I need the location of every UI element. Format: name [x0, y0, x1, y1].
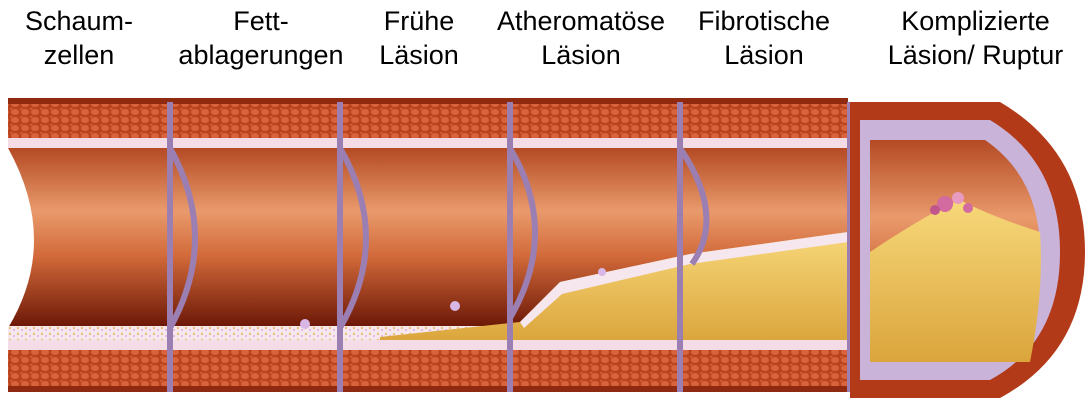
stage-label-early-lesion: Frühe Läsion — [360, 4, 478, 72]
artery-illustration — [0, 92, 1089, 405]
stage-label-line2: Läsion — [360, 38, 478, 72]
stage-label-complicated-lesion: Komplizierte Läsion/ Ruptur — [868, 4, 1083, 72]
stage-label-line1: Schaum- — [0, 4, 158, 38]
stage-label-foam-cells: Schaum- zellen — [0, 4, 158, 72]
top-intima — [8, 138, 848, 148]
stage-label-line1: Komplizierte — [868, 4, 1083, 38]
stage-label-line2: Läsion/ Ruptur — [868, 38, 1083, 72]
top-wall-muscle — [8, 102, 848, 138]
stage-labels: Schaum- zellen Fett- ablagerungen Frühe … — [0, 0, 1089, 80]
stage-label-atheromatous-lesion: Atheromatöse Läsion — [478, 4, 684, 72]
bottom-adventitia — [8, 386, 848, 392]
stage-label-line2: ablagerungen — [166, 38, 356, 72]
top-adventitia — [8, 98, 848, 104]
stage-label-line1: Atheromatöse — [478, 4, 684, 38]
stage-label-line2: zellen — [0, 38, 158, 72]
bottom-wall-muscle — [8, 350, 848, 388]
stage-label-fatty-streaks: Fett- ablagerungen — [166, 4, 356, 72]
stage-label-line2: Läsion — [682, 38, 846, 72]
stage-label-line1: Fett- — [166, 4, 356, 38]
stage-label-line2: Läsion — [478, 38, 684, 72]
stage-label-fibrotic-lesion: Fibrotische Läsion — [682, 4, 846, 72]
stage-label-line1: Fibrotische — [682, 4, 846, 38]
bottom-internal-elastica — [8, 340, 848, 350]
stage-label-line1: Frühe — [360, 4, 478, 38]
